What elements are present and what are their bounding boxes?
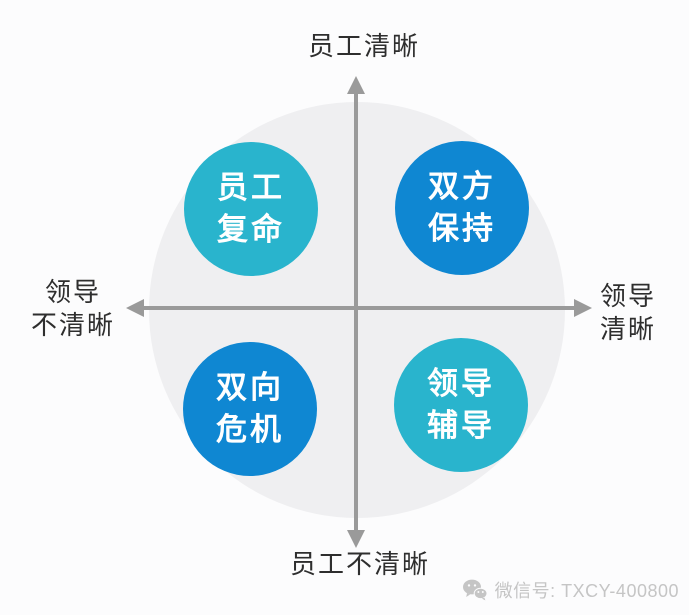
wechat-icon [462,578,488,602]
quadrant-circle-top-left: 员工 复命 [184,142,318,276]
quadrant-label-line2: 辅导 [427,408,495,443]
axis-arrow-up-icon [347,76,365,94]
vertical-axis-line [354,88,358,534]
quadrant-label: 双方 保持 [428,166,496,250]
quadrant-label-line1: 双方 [428,169,496,204]
quadrant-label-line1: 员工 [217,170,285,205]
quadrant-label: 员工 复命 [217,167,285,251]
watermark-text: 微信号: TXCY-400800 [494,581,679,601]
watermark: 微信号: TXCY-400800 [462,577,679,603]
horizontal-axis-line [140,306,580,310]
axis-label-right-line2: 清晰 [599,314,656,344]
axis-label-left-line2: 不清晰 [30,310,115,340]
axis-arrow-right-icon [574,299,592,317]
axis-label-left: 领导 不清晰 [8,276,138,342]
axis-arrow-left-icon [126,299,144,317]
quadrant-circle-bottom-left: 双向 危机 [183,342,317,476]
quadrant-label-line1: 双向 [216,370,284,405]
quadrant-label: 领导 辅导 [427,363,495,447]
quadrant-circle-bottom-right: 领导 辅导 [394,338,528,472]
axis-arrow-down-icon [347,530,365,548]
axis-label-right-line1: 领导 [599,281,656,311]
quadrant-circle-top-right: 双方 保持 [395,141,529,275]
quadrant-label-line2: 复命 [217,212,285,247]
quadrant-label-line1: 领导 [427,366,495,401]
quadrant-label-line2: 危机 [216,412,284,447]
axis-label-top: 员工清晰 [307,31,420,61]
quadrant-label-line2: 保持 [428,211,496,246]
axis-label-left-line1: 领导 [44,277,101,307]
quadrant-label: 双向 危机 [216,367,284,451]
axis-label-right: 领导 清晰 [578,280,678,346]
axis-label-bottom: 员工不清晰 [289,549,430,579]
